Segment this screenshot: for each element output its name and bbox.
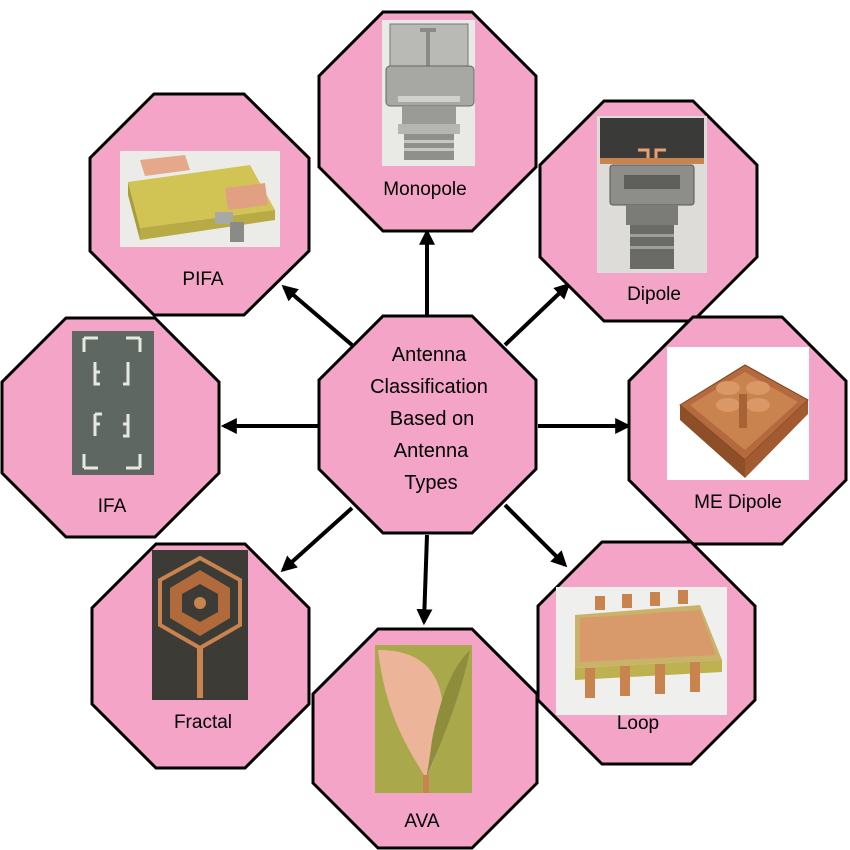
fractal-photo	[152, 550, 248, 700]
arrow-to-ava	[416, 534, 433, 626]
center-line-2: Classification	[370, 376, 488, 398]
node-fractal: Fractal	[90, 542, 311, 770]
arrow-to-fractal	[280, 506, 354, 573]
ifa-photo	[72, 331, 154, 475]
loop-label: Loop	[617, 713, 659, 734]
monopole-photo	[382, 20, 475, 166]
node-ifa: IFA	[0, 316, 221, 539]
arrow-to-pifa	[281, 284, 354, 347]
node-ava: AVA	[311, 627, 539, 850]
me-dipole-label: ME Dipole	[694, 492, 782, 513]
ifa-label: IFA	[98, 496, 127, 517]
center-octagon	[317, 314, 538, 535]
node-dipole: Dipole	[538, 99, 759, 323]
arrow-to-loop	[503, 503, 568, 568]
node-loop: Loop	[536, 540, 757, 766]
dipole-label: Dipole	[627, 284, 681, 305]
node-me-dipole: ME Dipole	[627, 315, 848, 546]
center-line-4: Antenna	[394, 440, 469, 462]
dipole-photo	[597, 116, 707, 273]
monopole-label: Monopole	[383, 179, 466, 200]
center-line-3: Based on	[390, 408, 475, 430]
center-line-5: Types	[404, 472, 457, 494]
fractal-label: Fractal	[174, 712, 232, 733]
pifa-photo	[120, 151, 280, 247]
pifa-label: PIFA	[182, 269, 224, 290]
center-line-1: Antenna	[392, 344, 467, 366]
arrows	[220, 228, 632, 626]
ava-photo	[375, 645, 472, 793]
node-pifa: PIFA	[88, 92, 311, 317]
loop-photo	[556, 587, 727, 715]
ava-label: AVA	[404, 811, 440, 832]
me-dipole-photo	[667, 347, 809, 480]
center-node: Antenna Classification Based on Antenna …	[317, 314, 538, 535]
node-monopole: Monopole	[317, 10, 538, 233]
arrow-to-dipole	[503, 282, 571, 347]
